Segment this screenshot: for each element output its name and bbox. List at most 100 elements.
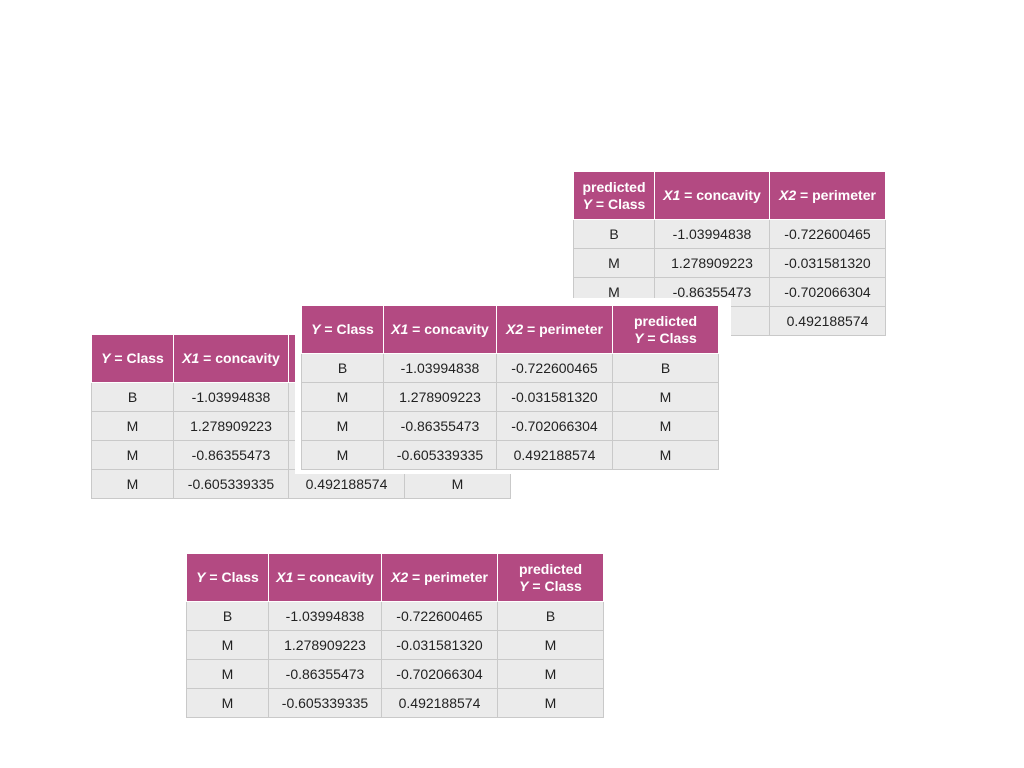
header-x1-concavity: X1 = concavity [654, 171, 770, 220]
header-x1-concavity: X1 = concavity [173, 334, 289, 383]
cell-pred: B [573, 219, 655, 249]
table-classification-middle: Y = Class X1 = concavity X2 = perimeter … [301, 305, 719, 470]
cell-x2: 0.492188574 [381, 688, 498, 718]
header-var: X2 [391, 569, 409, 585]
cell-x1: -0.86355473 [268, 659, 382, 689]
header-var: Y [582, 195, 592, 212]
header-text: = perimeter [796, 187, 876, 203]
header-text: predicted [633, 312, 697, 329]
header-y-class: Y = Class [91, 334, 174, 383]
cell-x1: -1.03994838 [173, 382, 289, 412]
header-var: X1 [391, 321, 409, 337]
header-text: = concavity [680, 187, 761, 203]
header-var: Y [634, 329, 644, 346]
cell-x2: -0.031581320 [496, 382, 613, 412]
header-var: Y [196, 569, 206, 585]
header-text: predicted [582, 178, 646, 195]
header-var: X1 [276, 569, 294, 585]
table-row: B -1.03994838 -0.722600465 B [186, 601, 604, 631]
cell-y: M [301, 382, 384, 412]
cell-x1: 1.278909223 [654, 248, 770, 278]
table-row: M -0.605339335 0.492188574 M [186, 688, 604, 718]
cell-x2: -0.702066304 [496, 411, 613, 441]
table-classification-bottom: Y = Class X1 = concavity X2 = perimeter … [186, 553, 604, 718]
cell-x1: -1.03994838 [654, 219, 770, 249]
cell-y: M [186, 659, 269, 689]
cell-x1: -0.86355473 [383, 411, 497, 441]
header-text: = concavity [293, 569, 374, 585]
cell-x1: -0.605339335 [383, 440, 497, 470]
cell-x2: -0.031581320 [769, 248, 886, 278]
table-row: M -0.605339335 0.492188574 M [301, 440, 719, 470]
cell-x1: -1.03994838 [383, 353, 497, 383]
cell-y: B [186, 601, 269, 631]
cell-x1: -0.605339335 [173, 469, 289, 499]
cell-x2: -0.722600465 [769, 219, 886, 249]
cell-x2: 0.492188574 [769, 306, 886, 336]
cell-x1: -1.03994838 [268, 601, 382, 631]
cell-x1: -0.86355473 [173, 440, 289, 470]
cell-x2: -0.702066304 [769, 277, 886, 307]
cell-y: M [186, 630, 269, 660]
table-row: M 1.278909223 -0.031581320 [573, 248, 886, 278]
cell-pred: M [497, 659, 604, 689]
header-x2-perimeter: X2 = perimeter [769, 171, 886, 220]
table-row: M -0.86355473 -0.702066304 [573, 277, 886, 307]
table-row: B -1.03994838 -0.722600465 B [301, 353, 719, 383]
cell-pred: M [612, 440, 719, 470]
header-x1-concavity: X1 = concavity [383, 305, 497, 354]
cell-pred: M [497, 688, 604, 718]
table-row: M -0.605339335 0.492188574 M [91, 469, 511, 499]
header-text: = Class [528, 577, 582, 594]
cell-pred: M [573, 248, 655, 278]
cell-y: M [91, 411, 174, 441]
cell-pred: B [497, 601, 604, 631]
cell-x1: 1.278909223 [383, 382, 497, 412]
header-var: X1 [663, 187, 681, 203]
header-y-class: Y = Class [301, 305, 384, 354]
cell-y: B [301, 353, 384, 383]
cell-x1: -0.605339335 [268, 688, 382, 718]
cell-x1: 1.278909223 [268, 630, 382, 660]
header-var: Y [101, 350, 111, 366]
table-header-row: Y = Class X1 = concavity X2 = perimeter … [301, 305, 719, 354]
cell-y: M [301, 440, 384, 470]
cell-x2: 0.492188574 [288, 469, 405, 499]
table-row: B -1.03994838 -0.722600465 [573, 219, 886, 249]
header-text: = perimeter [408, 569, 488, 585]
table-row: M 1.278909223 -0.031581320 M [301, 382, 719, 412]
table-header-row: Y = Class X1 = concavity X2 = perimeter … [186, 553, 604, 602]
cell-x2: -0.702066304 [381, 659, 498, 689]
header-var: Y [311, 321, 321, 337]
header-text: = Class [205, 569, 259, 585]
table-row: M 1.278909223 -0.031581320 M [186, 630, 604, 660]
header-var: Y [519, 577, 529, 594]
cell-pred: M [612, 411, 719, 441]
header-text: = Class [592, 195, 646, 212]
cell-y: M [186, 688, 269, 718]
cell-y: M [91, 469, 174, 499]
cell-x2: -0.722600465 [381, 601, 498, 631]
header-text: = concavity [199, 350, 280, 366]
header-text: = Class [320, 321, 374, 337]
header-text: predicted [518, 560, 582, 577]
header-var: X1 [182, 350, 200, 366]
cell-pred: M [612, 382, 719, 412]
header-text: = concavity [408, 321, 489, 337]
header-var: X2 [506, 321, 524, 337]
table-row: M -0.86355473 -0.702066304 M [186, 659, 604, 689]
table-row: M -0.86355473 -0.702066304 M [301, 411, 719, 441]
cell-x2: 0.492188574 [496, 440, 613, 470]
cell-x1: 1.278909223 [173, 411, 289, 441]
cell-x2: -0.722600465 [496, 353, 613, 383]
header-text: = Class [110, 350, 164, 366]
header-y-class: Y = Class [186, 553, 269, 602]
cell-y: M [91, 440, 174, 470]
cell-x2: -0.031581320 [381, 630, 498, 660]
header-x2-perimeter: X2 = perimeter [381, 553, 498, 602]
